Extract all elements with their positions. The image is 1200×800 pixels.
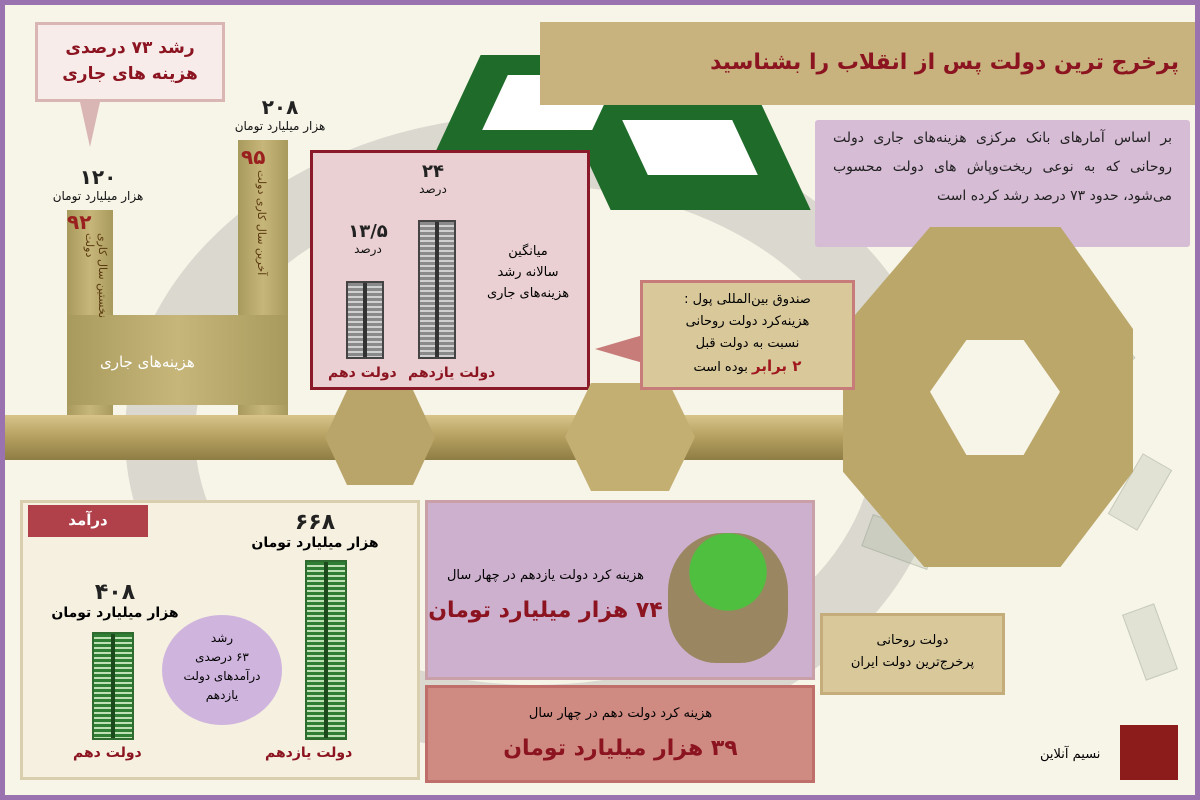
growth-line: رشد xyxy=(210,631,234,645)
value: ۱۲۰ xyxy=(79,165,117,189)
title-line: هزینه‌های جاری xyxy=(486,286,570,301)
banknote-decoration xyxy=(1122,603,1178,681)
unit: هزار میلیارد تومان xyxy=(52,189,144,203)
title-line: سالانه رشد xyxy=(497,265,559,280)
income-tag: درآمد xyxy=(28,505,148,537)
tenth-growth: ۱۳/۵ درصد xyxy=(333,221,403,256)
value: ۴۰۸ xyxy=(94,580,136,605)
income-eleventh-value: ۶۶۸ هزار میلیارد تومان xyxy=(230,510,400,551)
unit: هزار میلیارد تومان xyxy=(251,535,379,551)
income-growth-circle: رشد ۶۳ درصدی درآمدهای دولت یازدهم xyxy=(162,615,282,725)
avg-growth-box: ۲۴ درصد ۱۳/۵ درصد دولت یازدهم دولت دهم م… xyxy=(310,150,590,390)
stack-income-tenth xyxy=(92,632,134,740)
eleventh-spending-caption: هزینه کرد دولت یازدهم در چهار سال xyxy=(446,568,645,583)
imf-bubble-tail xyxy=(595,335,643,363)
imf-line: هزینه‌کرد دولت روحانی xyxy=(685,314,810,329)
imf-bubble: صندوق بین‌المللی پول : هزینه‌کرد دولت رو… xyxy=(640,280,855,390)
key-collar xyxy=(325,390,435,485)
fork-base xyxy=(67,315,288,405)
unit: هزار میلیارد تومان xyxy=(234,119,326,133)
key-collar xyxy=(565,383,695,491)
infographic: پرخرج ترین دولت پس از انقلاب را بشناسید … xyxy=(5,5,1195,795)
title-line: میانگین xyxy=(508,244,548,259)
income-tenth-label: دولت دهم xyxy=(73,745,142,761)
imf-line: نسبت به دولت قبل xyxy=(695,336,800,351)
intro-text: بر اساس آمارهای بانک مرکزی هزینه‌های جار… xyxy=(815,120,1190,247)
eleventh-spending-value: ۷۴ هزار میلیارد تومان xyxy=(428,598,663,623)
unit: هزار میلیارد تومان xyxy=(51,605,179,621)
tenth-label: دولت دهم xyxy=(328,365,397,381)
imf-rest: بوده است xyxy=(693,360,752,375)
growth-line: ۶۳ درصدی xyxy=(195,650,249,664)
note-line: دولت روحانی xyxy=(876,633,949,648)
avg-growth-title: میانگین سالانه رشد هزینه‌های جاری xyxy=(478,241,578,304)
value: ۶۶۸ xyxy=(294,510,336,535)
growth-line: درآمدهای دولت xyxy=(183,669,261,683)
year-95: ۹۵ xyxy=(241,145,266,169)
eleventh-growth: ۲۴ درصد xyxy=(403,161,463,196)
imf-line: ۲ برابر بوده است xyxy=(643,355,852,379)
tenth-spending-caption: هزینه کرد دولت دهم در چهار سال xyxy=(528,706,713,721)
bubble-line-2: هزینه های جاری xyxy=(62,64,198,84)
eleventh-label: دولت یازدهم xyxy=(408,365,496,381)
unit: درصد xyxy=(354,242,382,256)
stack-tenth-growth xyxy=(346,280,384,359)
first-year-caption: نخستین سال کاری دولت xyxy=(83,233,109,319)
stack-income-eleventh xyxy=(305,560,347,740)
growth-bubble: رشد ۷۳ درصدی هزینه های جاری xyxy=(35,22,225,102)
bubble-line-1: رشد ۷۳ درصدی xyxy=(65,38,195,58)
value: ۱۳/۵ xyxy=(348,221,388,242)
last-year-caption: آخرین سال کاری دولت xyxy=(255,170,268,276)
money-bag-icon xyxy=(668,533,788,663)
brand-name: نسیم آنلاین xyxy=(1040,747,1101,762)
key-shaft xyxy=(5,415,865,460)
stack-eleventh-growth xyxy=(418,219,456,359)
note-line: پرخرج‌ترین دولت ایران xyxy=(850,655,975,670)
value: ۲۴ xyxy=(422,161,444,182)
tenth-spending-value: ۳۹ هزار میلیارد تومان xyxy=(503,736,738,761)
income-tenth-value: ۴۰۸ هزار میلیارد تومان xyxy=(35,580,195,621)
growth-line: یازدهم xyxy=(205,688,239,702)
value: ۲۰۸ xyxy=(261,95,299,119)
current-costs-label: هزینه‌های جاری xyxy=(100,353,195,371)
income-eleventh-label: دولت یازدهم xyxy=(265,745,353,761)
brand-logo xyxy=(1120,725,1178,780)
imf-line: صندوق بین‌المللی پول : xyxy=(684,292,811,307)
imf-highlight: ۲ برابر xyxy=(752,357,802,375)
last-year-value: ۲۰۸ هزار میلیارد تومان xyxy=(210,95,350,133)
unit: درصد xyxy=(419,182,447,196)
first-year-value: ۱۲۰ هزار میلیارد تومان xyxy=(33,165,163,203)
tenth-spending-box: هزینه کرد دولت دهم در چهار سال ۳۹ هزار م… xyxy=(425,685,815,783)
eleventh-spending-box: هزینه کرد دولت یازدهم در چهار سال ۷۴ هزا… xyxy=(425,500,815,680)
bubble-tail xyxy=(80,102,100,147)
rouhani-note: دولت روحانی پرخرج‌ترین دولت ایران xyxy=(820,613,1005,695)
year-92: ۹۲ xyxy=(67,210,92,234)
page-title: پرخرج ترین دولت پس از انقلاب را بشناسید xyxy=(540,22,1195,105)
